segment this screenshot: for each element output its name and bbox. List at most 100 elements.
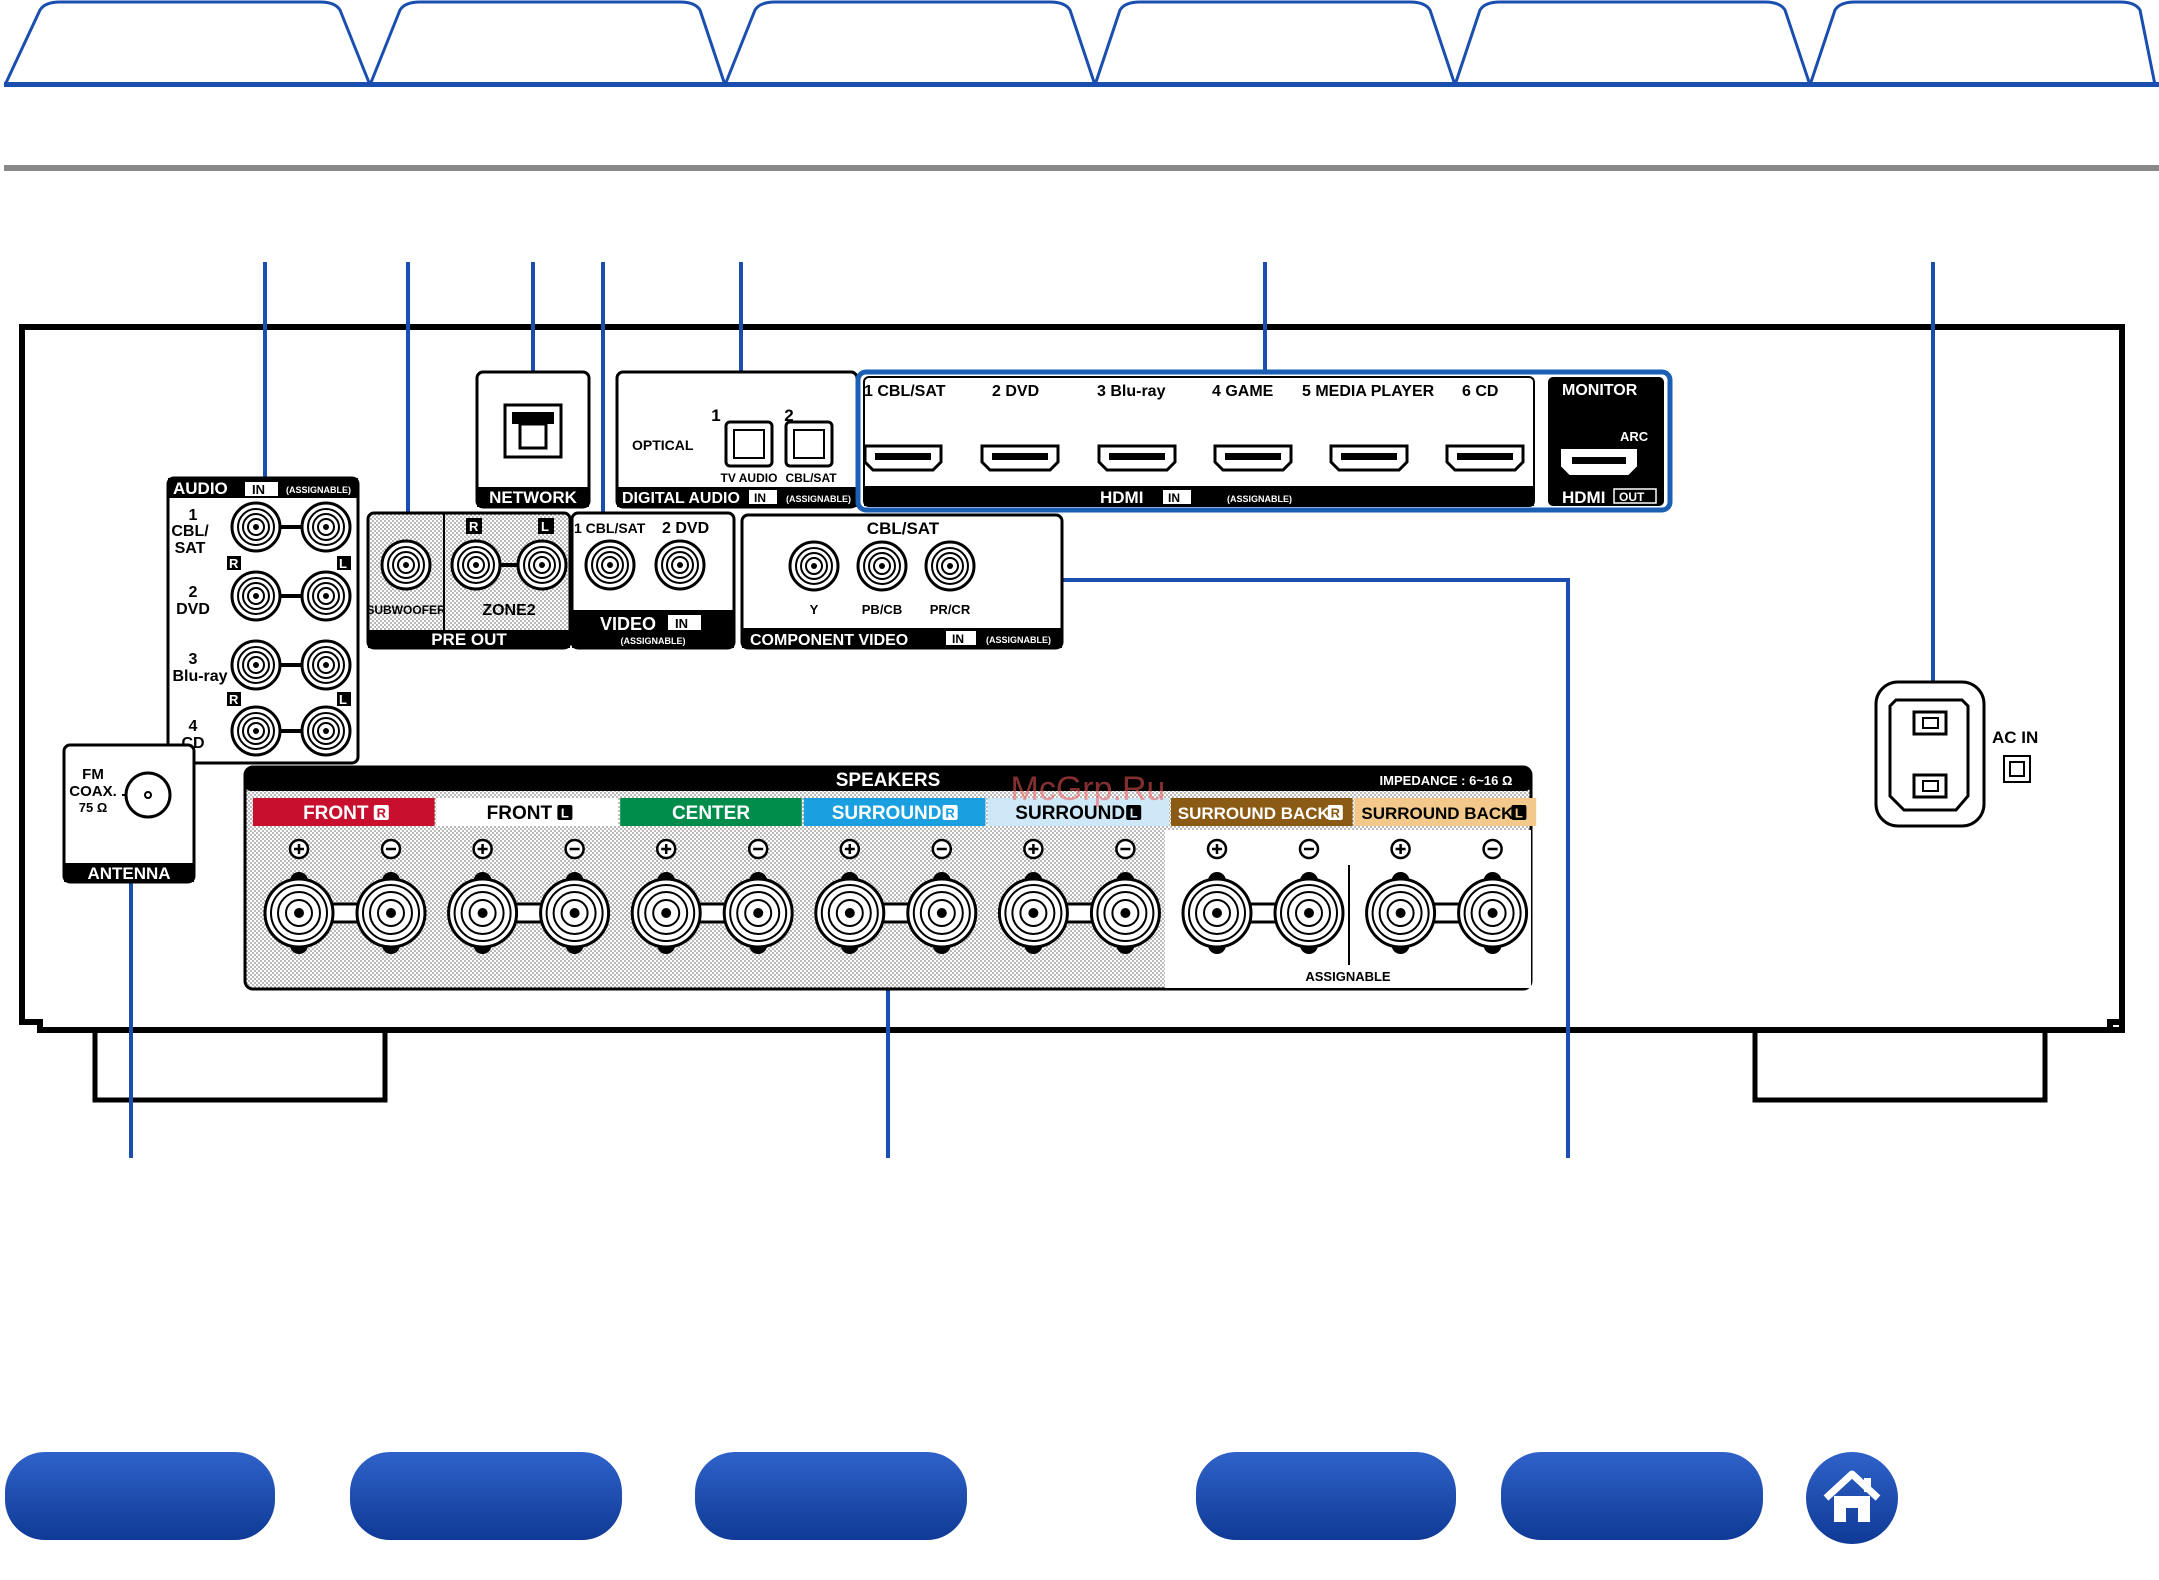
optical-port-icon — [784, 420, 834, 468]
audio-in-section: AUDIO IN (ASSIGNABLE) 1 CBL/ SAT 2 DVD 3… — [166, 476, 360, 765]
speaker-side-badge — [373, 805, 389, 820]
svg-text:R: R — [229, 692, 239, 707]
speaker-side-label: L — [561, 806, 569, 821]
hdmi-input-5-label: 5 MEDIA PLAYER — [1302, 383, 1435, 400]
svg-text:AC IN: AC IN — [1992, 728, 2038, 747]
component-pr-jack — [924, 540, 976, 592]
svg-text:IMPEDANCE : 6~16 Ω: IMPEDANCE : 6~16 Ω — [1380, 773, 1513, 788]
speaker-side-label: R — [377, 806, 387, 821]
hdmi-port-icon — [1097, 444, 1177, 472]
component-video-section: CBL/SAT Y PB/CB PR/CR COMPONENT VIDEO IN… — [740, 513, 1064, 650]
audio-jack — [230, 705, 282, 757]
svg-text:IN: IN — [1168, 491, 1180, 505]
svg-text:ZONE2: ZONE2 — [482, 602, 535, 619]
zone2-l-jack — [516, 539, 568, 591]
speaker-side-label: R — [1331, 806, 1341, 821]
svg-text:2: 2 — [784, 406, 793, 425]
hdmi-input-3-label: 3 Blu-ray — [1097, 383, 1166, 400]
watermark-text: McGrp.Ru — [1011, 770, 1166, 808]
tab-2[interactable] — [368, 0, 727, 86]
nav-button-3[interactable] — [695, 1452, 967, 1540]
audio-title: AUDIO — [173, 479, 228, 498]
foot-right — [1752, 1030, 2048, 1103]
speaker-side-badge — [557, 805, 573, 820]
svg-text:(ASSIGNABLE): (ASSIGNABLE) — [786, 494, 851, 504]
class2-symbol-icon — [2003, 755, 2031, 783]
svg-text:CBL/SAT: CBL/SAT — [785, 471, 837, 485]
svg-text:(ASSIGNABLE): (ASSIGNABLE) — [286, 485, 351, 495]
speaker-channel-header — [253, 798, 435, 826]
svg-text:CBL/SAT: CBL/SAT — [867, 519, 940, 538]
hdmi-input-1-label: 1 CBL/SAT — [864, 383, 946, 400]
speaker-channel-header — [436, 798, 619, 826]
audio-jack — [300, 501, 352, 553]
audio-input-4-num: 4 — [189, 718, 198, 735]
audio-jack — [300, 639, 352, 691]
speaker-side-label: L — [1515, 806, 1523, 821]
video-jack-2 — [654, 539, 706, 591]
tab-6[interactable] — [1808, 0, 2157, 86]
tab-1[interactable] — [3, 0, 372, 86]
speaker-side-badge — [942, 805, 958, 820]
svg-text:COMPONENT VIDEO: COMPONENT VIDEO — [750, 632, 908, 649]
speaker-side-label: L — [1130, 806, 1138, 821]
svg-text:DIGITAL AUDIO: DIGITAL AUDIO — [622, 490, 740, 507]
svg-text:OPTICAL: OPTICAL — [632, 437, 694, 453]
hdmi-port-icon — [863, 444, 943, 472]
pre-out-section: PRE OUT SUBWOOFER R L ZONE2 — [366, 511, 572, 650]
page-tab-bar — [3, 0, 2159, 87]
audio-input-2-num: 2 — [189, 584, 198, 601]
nav-button-5[interactable] — [1501, 1452, 1763, 1540]
nav-button-2[interactable] — [350, 1452, 622, 1540]
tab-3[interactable] — [723, 0, 1097, 86]
component-pb-jack — [856, 540, 908, 592]
svg-text:MONITOR: MONITOR — [1562, 382, 1638, 399]
home-icon — [1823, 1470, 1881, 1522]
speaker-channel-header — [1171, 798, 1353, 826]
svg-text:IN: IN — [675, 616, 688, 631]
hdmi-input-6-label: 6 CD — [1462, 383, 1498, 400]
digital-audio-section: DIGITAL AUDIO IN (ASSIGNABLE) OPTICAL 1 … — [615, 370, 859, 509]
svg-text:(ASSIGNABLE): (ASSIGNABLE) — [1227, 494, 1292, 504]
svg-text:SPEAKERS: SPEAKERS — [836, 770, 941, 791]
tab-4[interactable] — [1093, 0, 1457, 86]
svg-text:IN: IN — [252, 482, 265, 497]
ac-in-section: AC IN — [1874, 680, 2038, 828]
zone2-r-jack — [450, 539, 502, 591]
header-rule — [4, 165, 2159, 171]
rear-panel-diagram: AUDIO IN (ASSIGNABLE) 1 CBL/ SAT 2 DVD 3… — [19, 262, 2125, 1158]
svg-text:R: R — [469, 519, 479, 534]
svg-text:L: L — [541, 519, 549, 534]
svg-text:ANTENNA: ANTENNA — [87, 864, 170, 883]
home-button[interactable] — [1806, 1452, 1898, 1544]
chassis-outline — [19, 324, 2125, 1033]
svg-text:ASSIGNABLE: ASSIGNABLE — [1305, 969, 1391, 984]
svg-text:TV AUDIO: TV AUDIO — [721, 471, 778, 485]
fm-antenna-jack — [124, 771, 172, 819]
foot-left — [92, 1030, 388, 1103]
hdmi-port-icon — [1445, 444, 1525, 472]
svg-text:PR/CR: PR/CR — [930, 602, 971, 617]
video-jack-1 — [584, 539, 636, 591]
network-section: NETWORK — [475, 370, 591, 509]
speaker-side-label: R — [945, 806, 955, 821]
svg-text:1: 1 — [711, 406, 720, 425]
svg-text:VIDEO: VIDEO — [600, 614, 656, 634]
hdmi-section: HDMI IN (ASSIGNABLE) 1 CBL/SAT 2 DVD 3 B… — [855, 369, 1673, 513]
audio-input-1-name: CBL/ — [171, 523, 209, 540]
svg-text:IN: IN — [952, 632, 964, 646]
speaker-side-badge — [1511, 805, 1527, 820]
svg-text:R: R — [229, 556, 239, 571]
svg-text:SUBWOOFER: SUBWOOFER — [366, 603, 446, 617]
speaker-channel-label: SURROUND BACK — [1361, 804, 1514, 823]
hdmi-input-2-label: 2 DVD — [992, 383, 1039, 400]
audio-jack — [230, 501, 282, 553]
nav-button-4[interactable] — [1196, 1452, 1456, 1540]
speaker-channel-label: SURROUND — [1015, 803, 1125, 824]
nav-button-1[interactable] — [5, 1452, 275, 1540]
svg-text:75 Ω: 75 Ω — [79, 800, 108, 815]
svg-text:SAT: SAT — [175, 540, 206, 557]
tab-5[interactable] — [1453, 0, 1812, 86]
video-in-section: 1 CBL/SAT 2 DVD VIDEO IN (ASSIGNABLE) — [570, 511, 736, 650]
